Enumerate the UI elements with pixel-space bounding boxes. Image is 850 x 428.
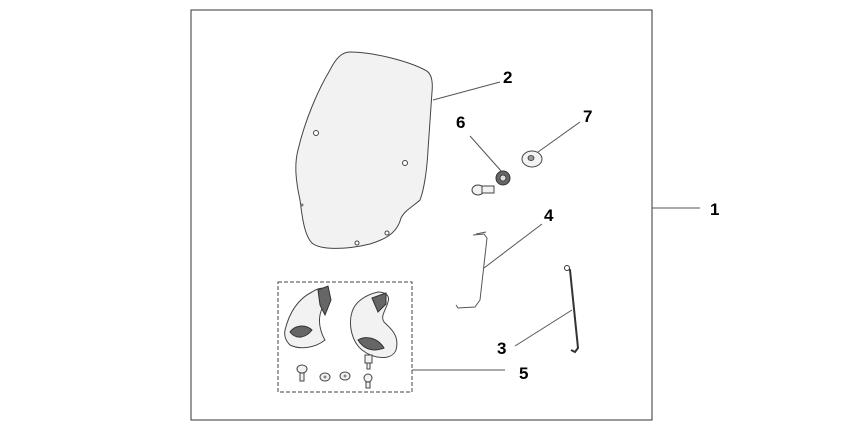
leader-line-6 <box>469 135 503 173</box>
callout-6: 6 <box>456 113 465 132</box>
mounting-bracket <box>455 231 488 309</box>
leader-line-3 <box>514 309 573 347</box>
screw-and-collar <box>471 170 511 196</box>
callout-4: 4 <box>544 206 554 225</box>
callout-2: 2 <box>503 68 512 87</box>
hand-guard-set <box>277 281 413 393</box>
leader-line-4 <box>483 223 543 269</box>
kit-frame <box>190 9 653 421</box>
windscreen <box>295 51 433 249</box>
callout-1: 1 <box>710 200 719 219</box>
leader-line-7 <box>537 121 581 153</box>
callout-7: 7 <box>583 107 592 126</box>
washer <box>521 150 543 168</box>
leader-line-2 <box>432 81 501 101</box>
stay-rod <box>564 265 580 354</box>
callout-3: 3 <box>497 339 506 358</box>
callout-5: 5 <box>519 364 528 383</box>
